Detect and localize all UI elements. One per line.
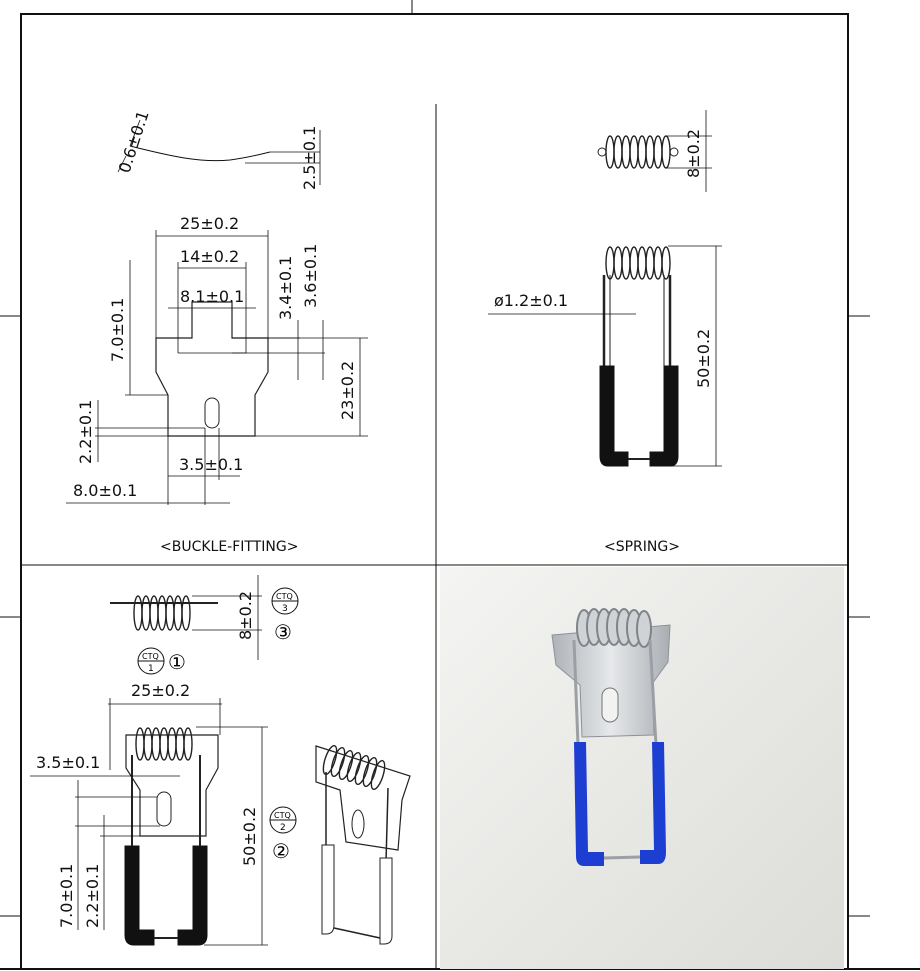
dim-spring-length: 50±0.2 — [694, 329, 713, 388]
dim-hole-vertical: 2.2±0.1 — [76, 400, 95, 464]
ctq-1-marker: CTQ 1 ① — [137, 647, 186, 675]
assembly-sleeve-right — [177, 845, 208, 946]
dim-assembly-hole: 3.5±0.1 — [36, 753, 100, 772]
dim-spring-coil: 8±0.2 — [684, 129, 703, 178]
spring-caption: <SPRING> — [604, 539, 680, 555]
dim-width-total: 25±0.2 — [180, 214, 239, 233]
buckle-fitting-view: 0.6±0.1 2.5±0.1 25±0.2 14±0.2 8.1±0.1 3.… — [66, 108, 368, 555]
dim-spring-wire: ø1.2±0.1 — [494, 291, 568, 310]
dim-hole-width: 3.5±0.1 — [179, 455, 243, 474]
product-photo — [440, 567, 844, 969]
assembly-sleeve-left — [124, 845, 155, 946]
spring-view: 8±0.2 50±0.2 ø1.2±0.1 <SPRING> — [488, 110, 722, 555]
svg-text:CTQ: CTQ — [276, 592, 293, 601]
dim-assembly-v2: 2.2±0.1 — [83, 864, 102, 928]
svg-text:②: ② — [272, 839, 290, 863]
svg-text:CTQ: CTQ — [142, 652, 159, 661]
dim-offset: 8.0±0.1 — [73, 481, 137, 500]
svg-text:③: ③ — [274, 620, 292, 644]
svg-text:①: ① — [168, 650, 186, 674]
dim-assembly-length: 50±0.2 — [240, 807, 259, 866]
svg-text:3: 3 — [282, 604, 288, 614]
dim-height-total: 23±0.2 — [338, 361, 357, 420]
dim-notch-b: 3.6±0.1 — [301, 244, 320, 308]
svg-text:1: 1 — [148, 664, 154, 674]
assembly-view: 8±0.2 CTQ 3 ③ CTQ 1 ① — [30, 575, 411, 946]
svg-text:CTQ: CTQ — [274, 811, 291, 820]
spring-sleeve-right — [649, 365, 679, 467]
svg-text:2: 2 — [280, 823, 286, 833]
dim-assembly-width: 25±0.2 — [131, 681, 190, 700]
dim-notch-a: 3.4±0.1 — [276, 256, 295, 320]
dim-assembly-coil: 8±0.2 — [236, 591, 255, 640]
spring-sleeve-left — [599, 365, 629, 467]
dim-assembly-v1: 7.0±0.1 — [57, 864, 76, 928]
ctq-2-marker: CTQ 2 ② — [269, 806, 297, 863]
buckle-fitting-caption: <BUCKLE-FITTING> — [160, 539, 298, 555]
dim-left-vertical: 7.0±0.1 — [108, 298, 127, 362]
dim-side-height: 2.5±0.1 — [300, 126, 319, 190]
dim-width-slot: 8.1±0.1 — [180, 287, 244, 306]
dim-width-mid: 14±0.2 — [180, 247, 239, 266]
ctq-3-marker: CTQ 3 ③ — [271, 587, 299, 644]
